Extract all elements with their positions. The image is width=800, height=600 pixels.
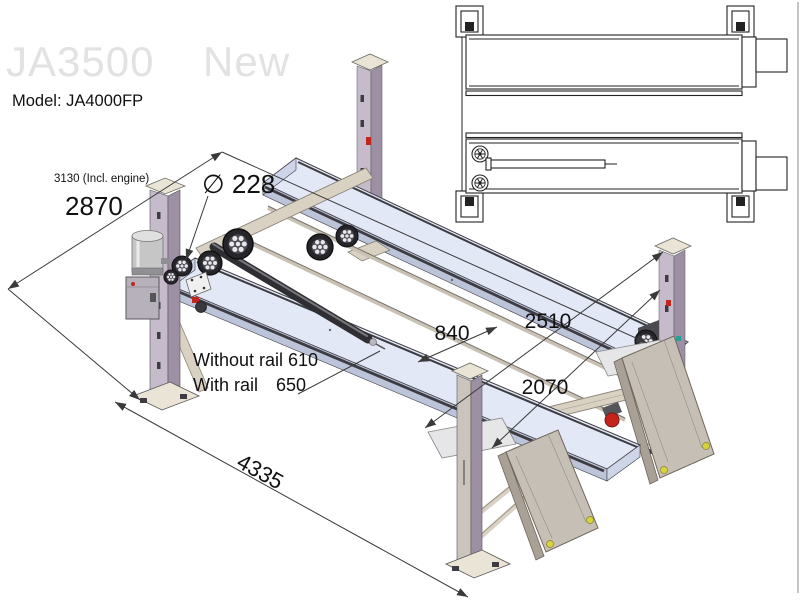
top-view-post-bottom-left (455, 190, 484, 223)
dim-column-height-label: 2870 (65, 191, 123, 221)
ramp-stop-dot (702, 442, 710, 450)
cable-pulley-icon (335, 224, 359, 248)
top-view-post-top-right (726, 5, 755, 38)
watermark-model-old: JA3500 (6, 38, 154, 85)
power-button (131, 282, 135, 286)
dim-height-incl-engine-label: 3130 (Incl. engine) (54, 173, 149, 185)
dim-overall-width-label: 2510 (525, 310, 572, 333)
dim-runway-gap-label: 840 (434, 322, 469, 345)
leader-pulley-diameter (185, 195, 209, 261)
caster-wheel (604, 412, 620, 428)
dim-line-column-height-lower (7, 288, 141, 401)
top-view-cross-rails (465, 90, 743, 139)
watermark: JA3500 New (6, 38, 290, 85)
watermark-new-tag: New (203, 38, 290, 85)
top-view-ramp-top (755, 38, 788, 73)
base-plate (131, 381, 201, 411)
cable-pulley-icon (197, 250, 223, 276)
safety-release-handle (666, 300, 671, 306)
ramp-stop-dot (586, 516, 594, 524)
dim-overall-length-label: 4335 (233, 449, 288, 495)
cable-pulley-icon (306, 233, 334, 261)
safety-release-handle (366, 137, 371, 145)
dim-drive-through-width-label: 2070 (522, 376, 569, 399)
top-view-ramp-bottom (755, 156, 788, 191)
jack-plate (347, 240, 391, 262)
dim-line-column-height-upper (7, 151, 223, 290)
top-view-post-top-left (455, 5, 484, 38)
dim-with-rail-label: With rail (193, 375, 258, 395)
leader-rail-height (297, 350, 381, 395)
top-view-runway-top (465, 34, 788, 90)
dimension-labels: 3130 (Incl. engine) 2870 ∅ 228 840 2510 … (54, 169, 571, 494)
top-view-post-bottom-right (726, 190, 755, 223)
dim-pulley-diameter-label: ∅ 228 (202, 169, 275, 199)
dimension-lines (7, 151, 664, 598)
model-label: Model: JA4000FP (12, 92, 143, 110)
top-view-pulley-icon (471, 174, 489, 192)
top-view (455, 5, 788, 223)
dim-with-rail-value: 650 (276, 375, 306, 395)
cable-pulley-icon (222, 228, 254, 260)
ramp-stop-dot (546, 540, 554, 548)
dim-without-rail-label: Without rail 610 (193, 350, 318, 370)
dim-line-drive-through (491, 289, 661, 449)
dim-line-runway-gap (417, 326, 498, 363)
top-view-hydraulic-cylinder (485, 157, 617, 171)
base-plate (445, 549, 511, 579)
ramp-stop-dot (660, 466, 668, 474)
lock-indicator (676, 336, 681, 341)
dim-line-overall-length (114, 401, 469, 598)
cable-pulley-icon (163, 269, 179, 285)
